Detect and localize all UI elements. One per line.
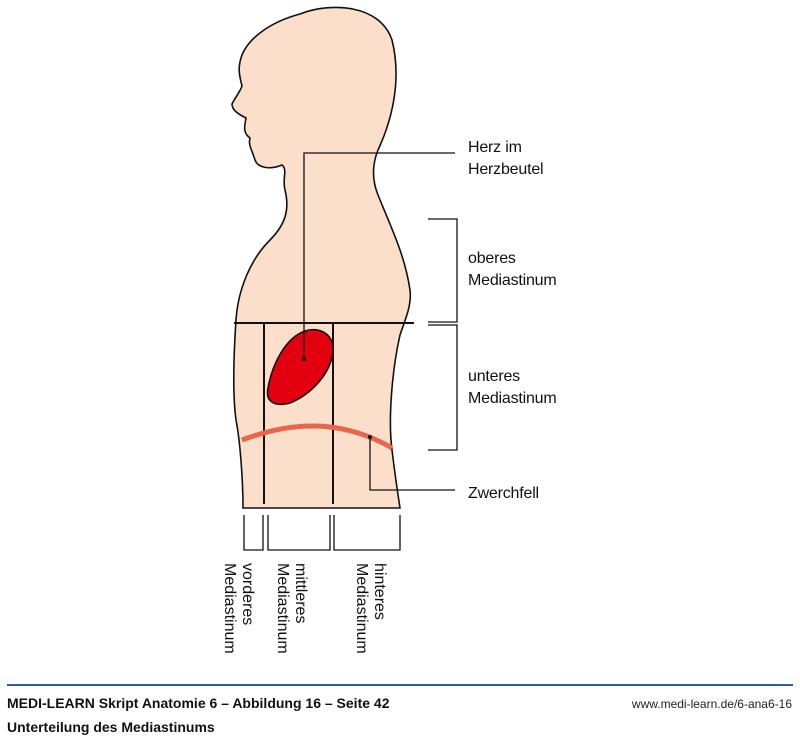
heart-shape <box>266 328 334 406</box>
footer-subtitle: Unterteilung des Mediastinums <box>7 719 215 735</box>
footer-url[interactable]: www.medi-learn.de/6-ana6-16 <box>631 697 792 711</box>
footer-rule <box>7 684 793 686</box>
diaphragm-pointer-dot <box>368 435 372 439</box>
footer-title: MEDI-LEARN Skript Anatomie 6 – Abbildung… <box>7 695 390 711</box>
label-diaphragm: Zwerchfell <box>468 485 539 502</box>
diaphragm-line <box>241 423 394 451</box>
heart-pointer-dot <box>302 357 306 361</box>
leader-lines <box>243 152 458 551</box>
